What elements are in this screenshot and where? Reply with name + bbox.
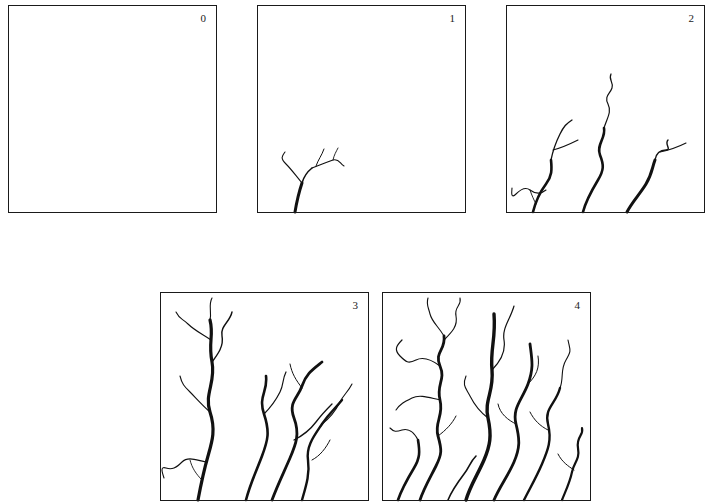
channel — [427, 298, 444, 336]
channel — [560, 340, 570, 388]
channel — [604, 74, 612, 128]
channel — [512, 188, 546, 196]
channel — [264, 372, 286, 414]
stage-panel: 0 — [8, 5, 217, 213]
channel — [302, 168, 312, 183]
channel — [312, 440, 330, 460]
channel — [246, 376, 268, 500]
channel — [530, 412, 548, 430]
channel-group — [282, 148, 344, 212]
stage-panel: 4 — [382, 292, 591, 501]
channel-group — [512, 74, 686, 212]
channel — [558, 454, 574, 470]
stage-number: 1 — [449, 13, 457, 24]
channel — [176, 312, 211, 340]
channel — [162, 459, 206, 478]
channel — [396, 396, 440, 410]
channel — [494, 344, 532, 500]
channel — [290, 364, 302, 388]
channel — [553, 140, 578, 150]
channel — [180, 376, 210, 412]
channel — [212, 312, 232, 362]
channel — [627, 160, 655, 212]
stage-panel: 1 — [257, 5, 466, 213]
channel — [282, 152, 302, 183]
channel — [498, 404, 516, 424]
channel — [198, 320, 213, 500]
stage-number: 2 — [688, 13, 696, 24]
channel-group — [162, 298, 352, 500]
channel — [333, 148, 338, 160]
channel — [438, 416, 456, 436]
channel — [210, 298, 212, 320]
channel — [528, 356, 539, 384]
channel — [464, 376, 488, 418]
channel — [466, 314, 494, 500]
stage-panel: 3 — [160, 292, 369, 501]
channel — [448, 456, 476, 500]
channel — [295, 183, 302, 212]
stage-panel: 2 — [506, 5, 705, 213]
channel — [322, 384, 352, 424]
channel — [524, 388, 560, 500]
channel — [302, 400, 342, 500]
channel-group — [390, 298, 582, 500]
channel — [492, 306, 514, 370]
channel-network — [162, 74, 686, 500]
channel — [583, 128, 604, 212]
stage-number: 0 — [200, 13, 208, 24]
channel — [390, 428, 418, 440]
channel — [562, 428, 582, 500]
channel — [398, 440, 419, 500]
channel — [551, 120, 572, 160]
channel — [396, 340, 440, 366]
channel — [294, 404, 332, 440]
channel — [660, 143, 686, 152]
stage-number: 4 — [574, 300, 582, 311]
channel — [316, 149, 324, 166]
channel — [444, 298, 460, 340]
channel — [272, 362, 322, 500]
stage-number: 3 — [352, 300, 360, 311]
channel — [530, 190, 536, 204]
channel — [190, 460, 202, 480]
